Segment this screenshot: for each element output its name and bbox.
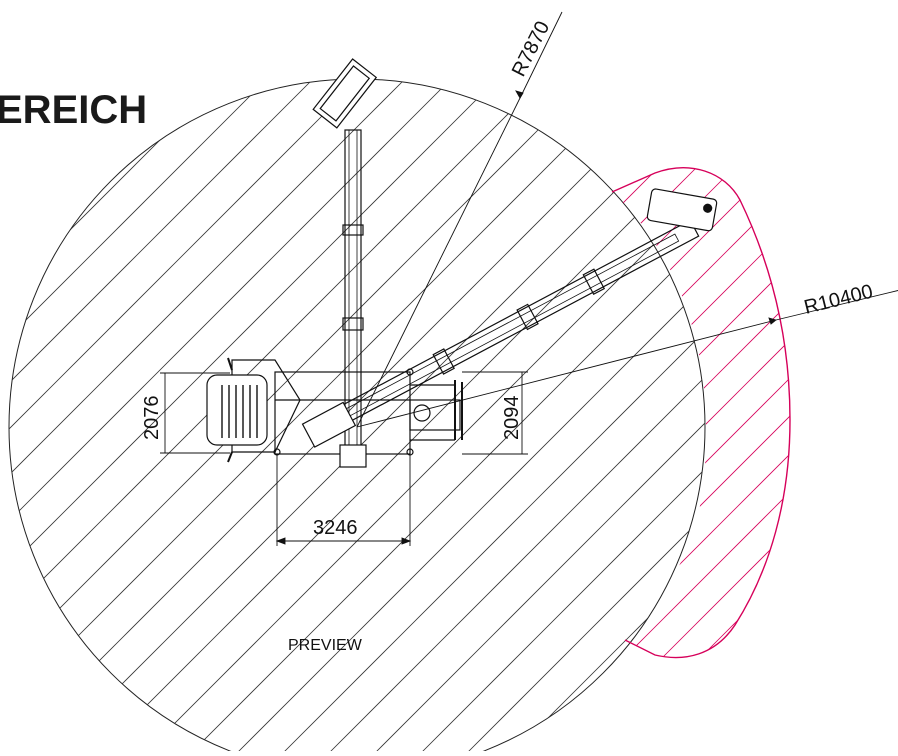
- vehicle-chassis: [206, 357, 463, 463]
- dim-label-r10400: R10400: [802, 281, 875, 319]
- diagram-title: EREICH: [0, 88, 148, 132]
- dim-label-width-cab: 2076: [141, 396, 163, 441]
- dimension-lines: [160, 371, 528, 546]
- inner-working-area: [8, 78, 706, 756]
- extended-boom: [301, 188, 718, 448]
- preview-watermark: PREVIEW: [288, 637, 363, 654]
- vertical-boom: [312, 58, 378, 468]
- dim-label-r7870: R7870: [508, 18, 554, 81]
- dim-label-length: 3246: [313, 517, 358, 539]
- dim-label-width-rear: 2094: [501, 396, 523, 441]
